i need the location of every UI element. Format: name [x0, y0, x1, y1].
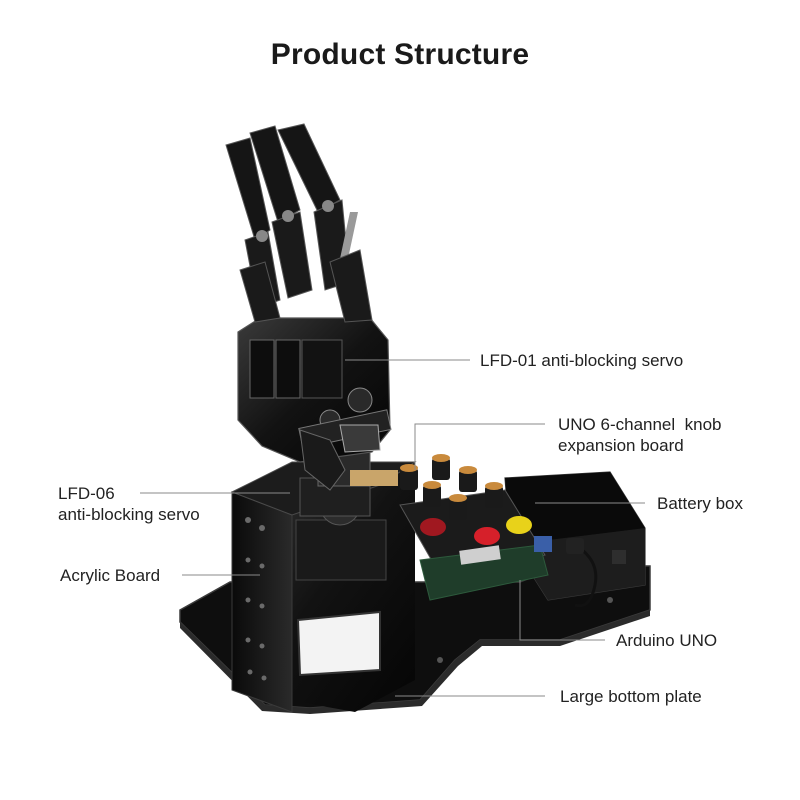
fingers	[225, 123, 373, 323]
palm	[237, 317, 392, 491]
label-arduino-uno: Arduino UNO	[616, 631, 718, 650]
label-lfd01-servo: LFD-01 anti-blocking servo	[480, 351, 684, 370]
label-acrylic-board: Acrylic Board	[60, 566, 161, 585]
page-title: Product Structure	[270, 38, 530, 71]
label-uno-board-line2: expansion board	[558, 436, 684, 455]
leader-line-uno-board	[414, 423, 545, 470]
leader-line-arduino	[519, 580, 605, 641]
label-lfd06-line1: LFD-06	[58, 484, 115, 503]
label-uno-board-line1: UNO 6-channel knob	[558, 415, 722, 434]
label-lfd06-line2: anti-blocking servo	[58, 505, 200, 524]
label-bottom-plate: Large bottom plate	[560, 687, 702, 706]
knobs	[400, 454, 503, 520]
label-battery-box: Battery box	[657, 494, 743, 513]
electronics-board	[399, 454, 598, 608]
